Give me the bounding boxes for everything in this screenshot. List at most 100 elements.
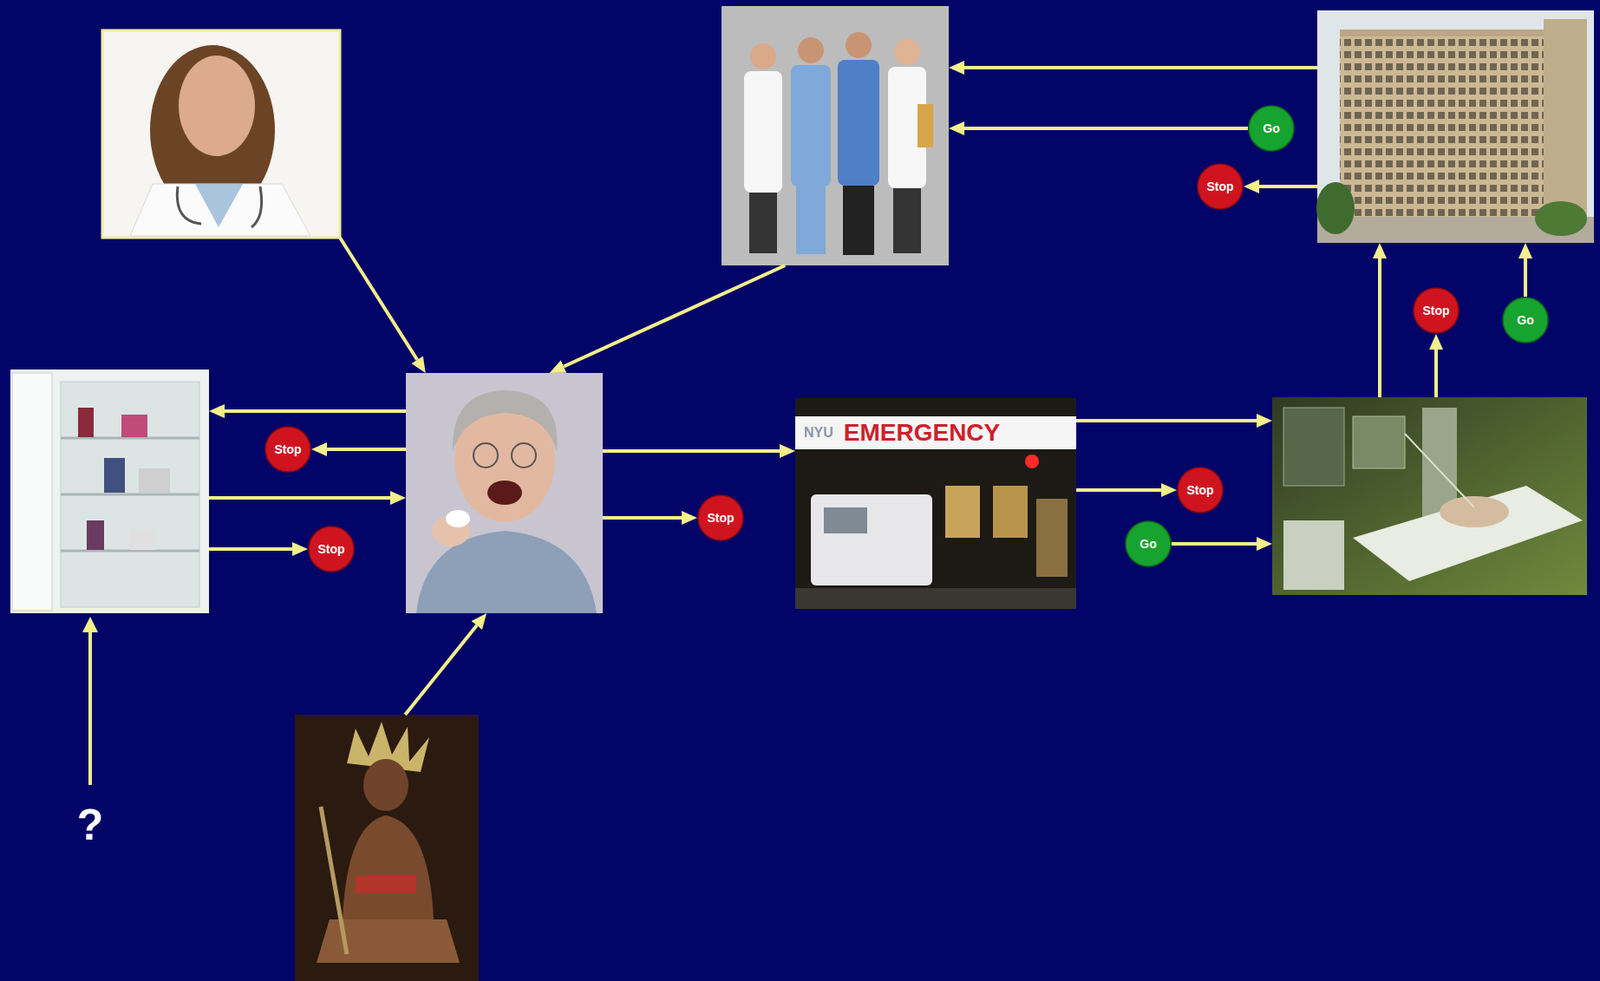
signal-text: Stop: [274, 443, 301, 456]
stethoscope: [176, 186, 262, 228]
doctor-photo: [102, 30, 340, 238]
legs: [749, 192, 778, 254]
question-arrow: [88, 631, 92, 785]
go-signal: Go: [1502, 296, 1549, 344]
head: [750, 43, 777, 70]
stop-signal: Stop: [697, 494, 745, 542]
flow-arrow: [602, 449, 780, 453]
emergency-sign: [795, 416, 1077, 450]
healer-photo-box: [294, 714, 479, 981]
photo-ground: [102, 30, 340, 238]
bottle: [78, 407, 94, 438]
signal-circle: [1125, 521, 1171, 567]
white-coat: [130, 183, 311, 236]
question-mark: ?: [77, 803, 105, 847]
signal-circle: [1197, 163, 1243, 209]
pavement: [795, 587, 1077, 609]
stop-signal: Stop: [1176, 466, 1224, 514]
cabinet-door: [12, 372, 53, 611]
flow-arrow: [964, 126, 1248, 131]
head: [797, 37, 824, 64]
intensive-care-photo-box: [1272, 397, 1587, 595]
flow-arrow: [563, 265, 785, 367]
signal-circle: [698, 495, 744, 541]
box: [138, 468, 170, 493]
bottle: [104, 457, 125, 493]
flow-arrow: [339, 237, 418, 360]
flow-arrow: [326, 447, 406, 451]
box: [121, 414, 148, 438]
tube: [1404, 433, 1475, 508]
tree: [1534, 201, 1587, 236]
face: [178, 55, 255, 157]
lit-window: [945, 485, 980, 538]
monitor: [1352, 416, 1405, 469]
shirt: [837, 59, 880, 186]
photo-ground: [294, 714, 479, 981]
intensive-care-photo: [1272, 397, 1587, 595]
photo-ground: [721, 6, 949, 266]
loincloth: [355, 875, 417, 894]
photo-ground: [1272, 397, 1587, 595]
flow-arrow: [1076, 488, 1162, 492]
signal-text: Stop: [1422, 304, 1450, 317]
signal-text: Stop: [1186, 483, 1214, 497]
signal-text: Stop: [317, 542, 345, 556]
box: [130, 528, 157, 550]
flow-arrow: [1259, 184, 1318, 189]
legs: [796, 186, 826, 255]
patient: [1439, 496, 1509, 528]
ambulance: [810, 494, 933, 586]
signal-text: Go: [1139, 537, 1156, 550]
head: [363, 758, 409, 811]
cabinet-inside: [60, 381, 200, 608]
bottle: [86, 520, 105, 550]
tree: [1316, 182, 1355, 235]
glasses: [511, 443, 536, 468]
folder: [917, 104, 934, 148]
signal-circle: [1502, 297, 1548, 343]
team-photo: [721, 6, 949, 266]
signal-text: Stop: [706, 511, 734, 524]
patient-photo-box: [405, 372, 603, 614]
legs: [842, 185, 875, 255]
glasses: [473, 443, 498, 468]
red-light: [1025, 454, 1039, 469]
flow-arrow: [224, 409, 406, 413]
sneezing-patient-photo: [405, 372, 603, 614]
open-mouth: [487, 480, 523, 505]
flow-arrow: [208, 496, 391, 500]
photo-ground: [10, 369, 209, 614]
signal-text: Go: [1516, 313, 1534, 327]
shelf: [60, 493, 200, 497]
stop-signal: Stop: [1196, 163, 1244, 210]
lit-window: [992, 485, 1028, 538]
windscreen: [823, 507, 868, 534]
signal-text: Stop: [1206, 180, 1234, 193]
medicine-cabinet-photo-box: [10, 369, 209, 614]
doorway: [1036, 498, 1068, 577]
hospital-photo: [1316, 10, 1594, 243]
shirt: [195, 183, 243, 228]
sign-text: EMERGENCY: [843, 420, 1000, 445]
signal-text: Go: [1262, 122, 1280, 135]
signal-circle: [308, 526, 354, 572]
signal-circle: [1177, 467, 1223, 513]
legs: [893, 188, 921, 254]
sky: [1317, 10, 1594, 243]
go-signal: Go: [1124, 520, 1172, 568]
emergency-entrance-photo: [795, 398, 1077, 609]
body: [342, 815, 434, 920]
monitor: [1283, 407, 1345, 486]
flow-arrow: [1076, 418, 1257, 423]
hair: [452, 390, 558, 451]
building: [1339, 34, 1544, 217]
stop-signal: Stop: [307, 525, 355, 573]
flow-arrow: [602, 515, 682, 520]
head: [845, 32, 872, 59]
medicine-cabinet-photo: [10, 369, 209, 614]
flow-arrow: [1171, 542, 1257, 546]
flow-arrow: [964, 65, 1318, 70]
